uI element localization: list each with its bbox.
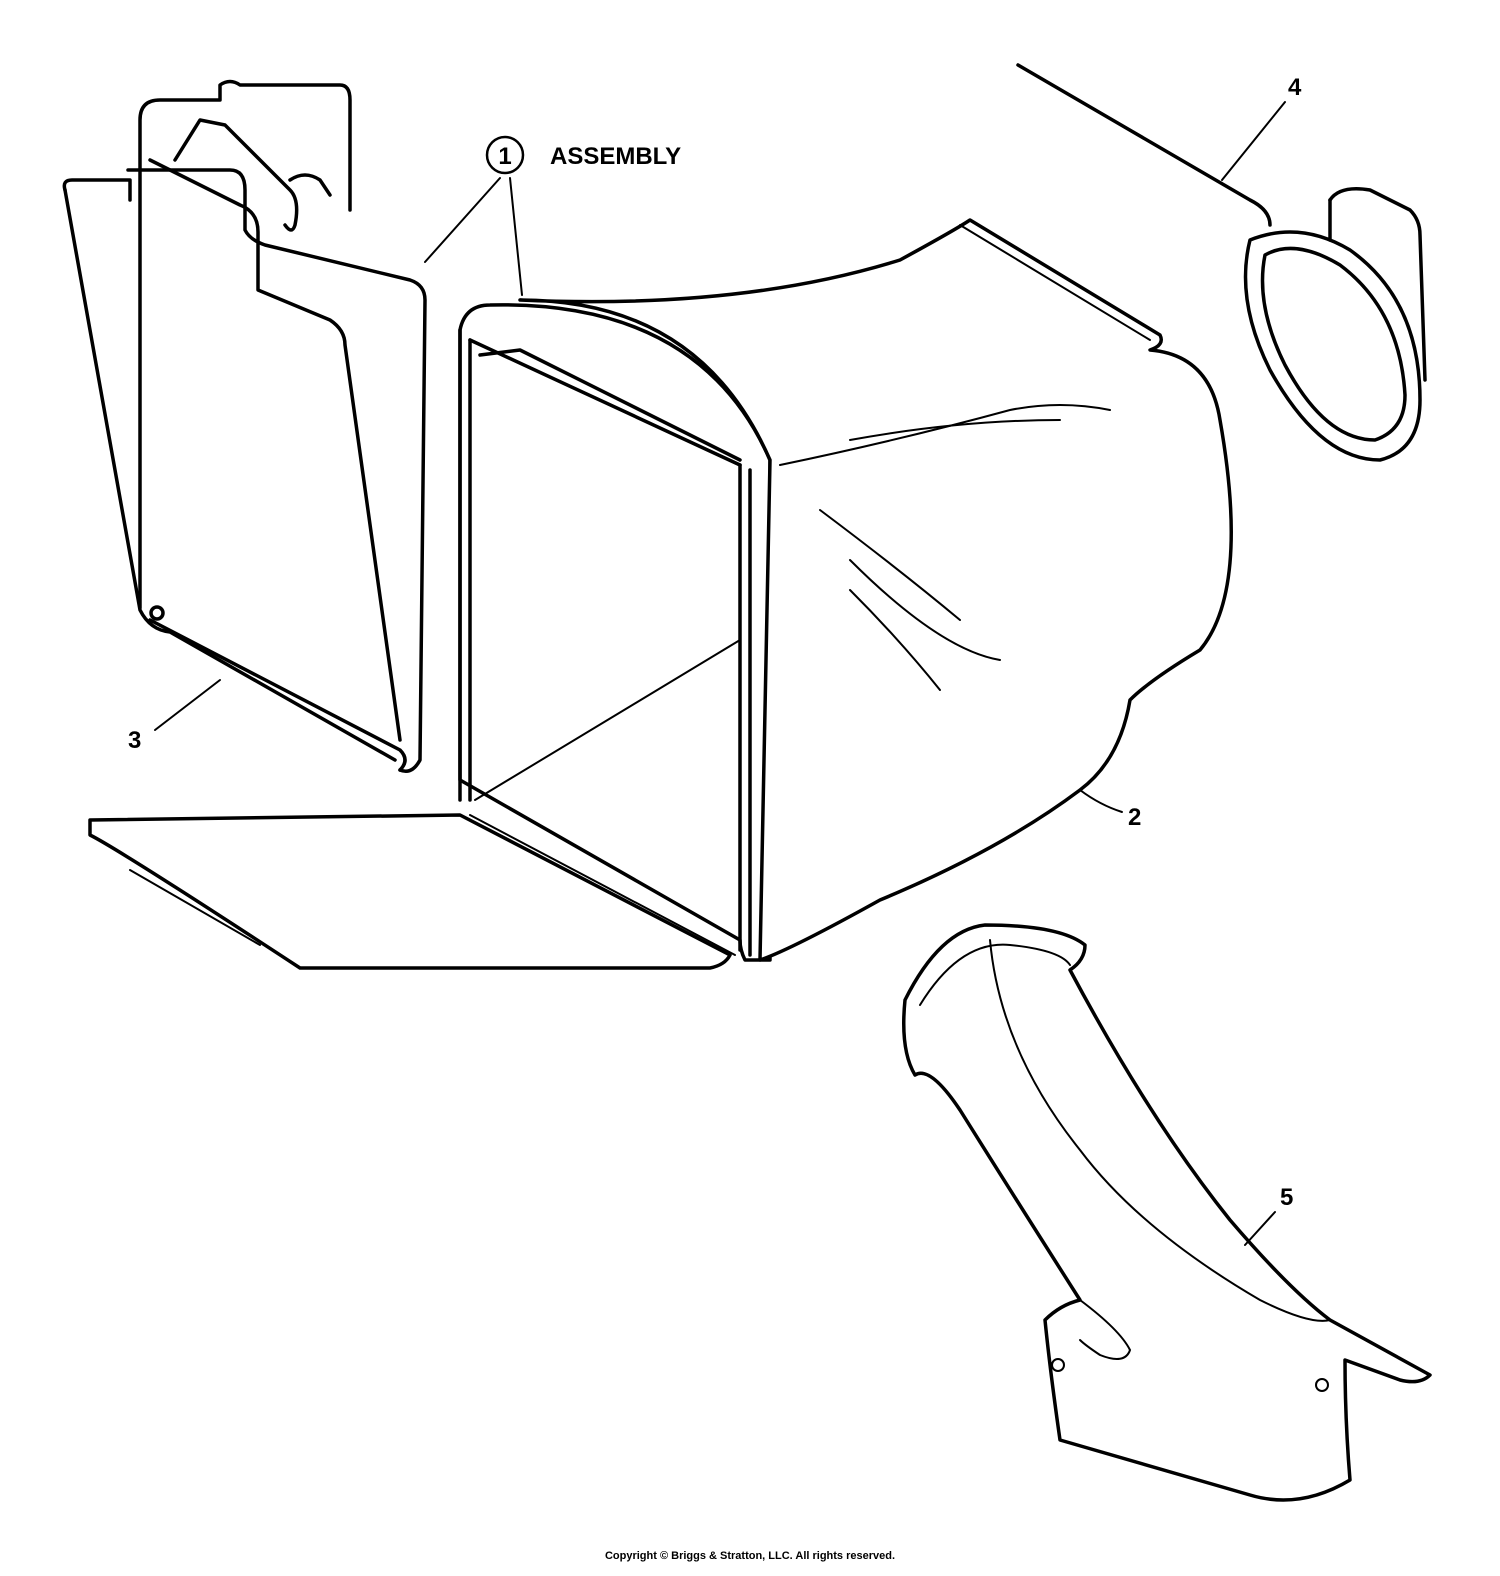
copyright-notice: Copyright © Briggs & Stratton, LLC. All … — [604, 1550, 896, 1562]
callout-5: 5 — [1244, 1184, 1293, 1246]
callout-3-number: 3 — [128, 727, 141, 754]
callout-4-number: 4 — [1288, 74, 1302, 101]
callout-1-number: 1 — [498, 143, 511, 170]
callout-1: 1 ASSEMBLY — [424, 135, 681, 296]
callout-5-number: 5 — [1280, 1184, 1293, 1211]
callout-2: 2 — [1079, 789, 1141, 831]
part-4-wire-clip — [1016, 63, 1427, 462]
callout-4: 4 — [1221, 74, 1302, 181]
part-2-grass-bag — [88, 218, 1233, 970]
callout-3: 3 — [128, 679, 221, 754]
callout-1-text: ASSEMBLY — [550, 143, 681, 170]
part-3-wire-frame — [62, 79, 427, 773]
callout-2-number: 2 — [1128, 804, 1141, 831]
part-5-discharge-chute — [902, 923, 1432, 1502]
